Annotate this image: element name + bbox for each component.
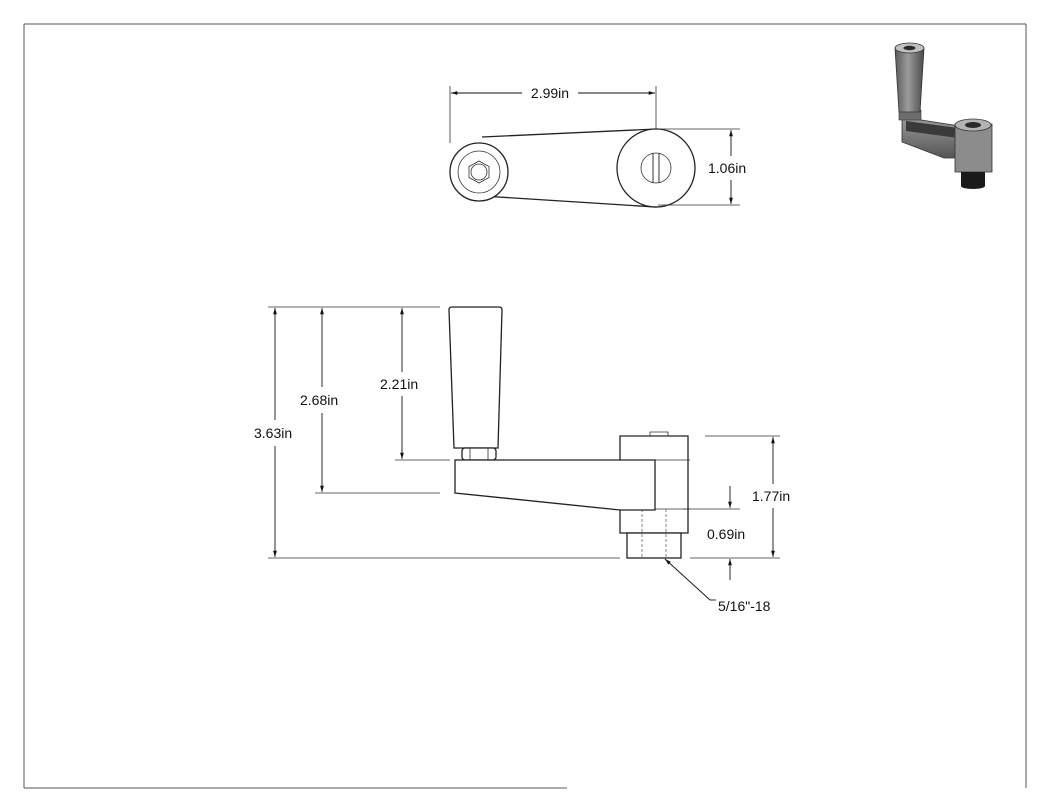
thread-depth-label: 0.69in xyxy=(707,526,745,542)
thread-callout-label: 5/16"-18 xyxy=(718,598,771,614)
crank-handle-3d-preview-icon xyxy=(894,42,993,189)
top-view-bore xyxy=(640,152,672,184)
front-view-handle-nut xyxy=(461,447,497,461)
thread-callout-leader xyxy=(664,558,711,601)
width-dimension-label: 2.99in xyxy=(531,85,569,101)
overall-height-label: 3.63in xyxy=(254,425,292,441)
handle-length-label: 2.21in xyxy=(380,376,418,392)
front-view: 3.63in 2.68in 2.21in 1.77in 0.69in 5/16"… xyxy=(254,306,790,614)
front-view-arm xyxy=(454,459,656,511)
top-view-handle-boss xyxy=(449,142,509,202)
arm-height-label: 2.68in xyxy=(300,392,338,408)
top-view-hub xyxy=(616,128,696,208)
front-view-handle-grip xyxy=(448,306,503,449)
height-dimension-label: 1.06in xyxy=(708,160,746,176)
hex-socket-icon xyxy=(468,160,490,184)
sheet-border xyxy=(23,23,1027,789)
hub-height-label: 1.77in xyxy=(752,488,790,504)
front-view-threaded-stud xyxy=(626,532,682,559)
top-view: 2.99in 1.06in xyxy=(449,85,746,208)
